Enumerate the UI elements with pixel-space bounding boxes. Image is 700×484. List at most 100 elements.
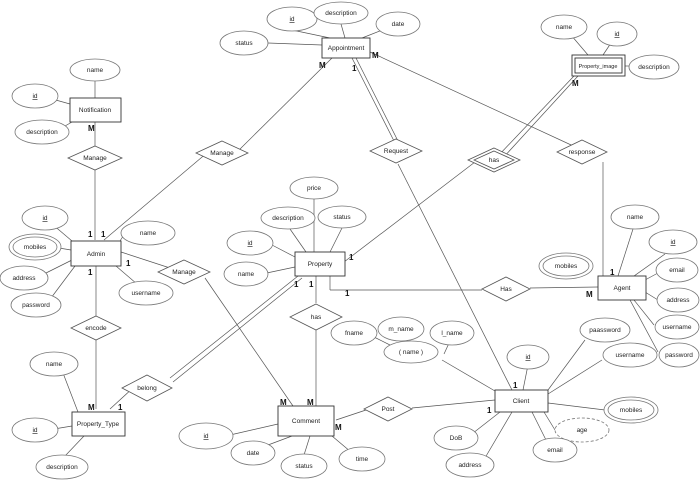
attr-client-mobiles[interactable]: mobiles xyxy=(603,396,659,424)
attr-agent-username[interactable]: username xyxy=(654,314,700,340)
attr-client-dob[interactable]: DoB xyxy=(433,425,479,451)
card-admin-1d: 1 xyxy=(88,268,93,277)
attr-agent-mobiles[interactable]: mobiles xyxy=(538,252,594,280)
attr-agent-address[interactable]: address xyxy=(656,287,700,313)
entity-label: Appointment xyxy=(328,45,365,52)
attr-label: status xyxy=(333,214,351,221)
card-client-1a: 1 xyxy=(513,381,518,390)
card-appointment-right: M xyxy=(372,51,379,60)
rel-encode[interactable]: encode xyxy=(70,315,122,341)
connector-lines xyxy=(37,23,666,464)
attr-client-fname[interactable]: fname xyxy=(330,320,378,346)
attr-image-name[interactable]: name xyxy=(540,14,588,40)
rel-manage-appointment[interactable]: Manage xyxy=(195,140,249,166)
rel-has-agent[interactable]: Has xyxy=(481,276,531,302)
attr-notification-description[interactable]: description xyxy=(14,119,70,145)
attr-client-id[interactable]: id xyxy=(506,344,550,370)
attr-client-mname[interactable]: m_name xyxy=(377,316,425,342)
attr-agent-name[interactable]: name xyxy=(610,204,660,230)
entity-label: Client xyxy=(513,398,530,405)
attr-agent-id[interactable]: id xyxy=(648,229,698,255)
rel-post[interactable]: Post xyxy=(363,396,413,422)
attr-comment-status[interactable]: status xyxy=(280,453,328,479)
attr-image-id[interactable]: id xyxy=(596,21,638,47)
attr-client-lname[interactable]: l_name xyxy=(429,320,475,346)
attr-notification-id[interactable]: id xyxy=(11,83,59,109)
attr-label: description xyxy=(638,64,670,71)
attr-client-age[interactable]: age xyxy=(554,417,610,443)
rel-manage-comment[interactable]: Manage xyxy=(157,259,211,285)
attr-label: description xyxy=(325,10,357,17)
attr-image-description[interactable]: description xyxy=(628,54,680,80)
attr-admin-address[interactable]: address xyxy=(0,265,49,291)
entity-appointment[interactable]: Appointment xyxy=(321,37,371,59)
attr-admin-username[interactable]: username xyxy=(118,280,174,306)
attr-agent-email[interactable]: email xyxy=(655,257,699,283)
entity-property[interactable]: Property xyxy=(294,251,346,277)
attr-label: date xyxy=(247,450,260,457)
attr-admin-password[interactable]: password xyxy=(10,292,62,318)
attr-comment-time[interactable]: time xyxy=(338,446,386,472)
attr-label: mobiles xyxy=(555,263,578,270)
attr-property-price[interactable]: price xyxy=(289,176,339,200)
card-agent-m: M xyxy=(586,290,593,299)
attr-property-id[interactable]: id xyxy=(226,230,274,256)
attr-admin-name[interactable]: name xyxy=(120,220,176,246)
rel-response[interactable]: response xyxy=(556,139,608,165)
attr-label: name xyxy=(140,230,157,237)
entity-admin[interactable]: Admin xyxy=(70,240,122,267)
attr-label: email xyxy=(669,267,685,274)
attr-ptype-name[interactable]: name xyxy=(29,351,79,377)
attr-client-address[interactable]: address xyxy=(445,452,495,478)
attr-client-name[interactable]: ( name ) xyxy=(383,340,439,364)
attr-ptype-description[interactable]: description xyxy=(35,454,89,480)
attr-label: name xyxy=(627,214,644,221)
card-comment-m3: M xyxy=(335,423,342,432)
rel-manage-notification[interactable]: Manage xyxy=(67,145,123,171)
attr-label: username xyxy=(132,290,161,297)
entity-label: Property_Type xyxy=(77,421,120,428)
attr-property-name[interactable]: name xyxy=(223,261,269,287)
rel-has-comment[interactable]: has xyxy=(289,303,343,331)
attr-label: name xyxy=(87,67,104,74)
rel-belong[interactable]: belong xyxy=(121,374,173,402)
rel-request[interactable]: Request xyxy=(369,138,423,164)
attr-appointment-description[interactable]: description xyxy=(313,1,369,25)
attr-comment-id[interactable]: id xyxy=(178,422,234,450)
entity-notification[interactable]: Notification xyxy=(69,97,122,123)
entity-label: Admin xyxy=(87,251,106,258)
attr-property-description[interactable]: description xyxy=(260,206,316,230)
attr-label: id xyxy=(32,93,37,100)
attr-client-email[interactable]: email xyxy=(532,437,578,463)
attr-admin-mobiles[interactable]: mobiles xyxy=(8,233,62,261)
card-image-m: M xyxy=(572,79,579,88)
rel-has-image[interactable]: has xyxy=(467,147,521,173)
attr-appointment-date[interactable]: date xyxy=(375,11,421,37)
rel-label: Has xyxy=(500,286,512,293)
attr-comment-date[interactable]: date xyxy=(230,440,276,466)
entity-comment[interactable]: Comment xyxy=(277,405,335,437)
rel-label: has xyxy=(489,157,500,164)
attr-appointment-status[interactable]: status xyxy=(219,30,269,56)
attr-label: password xyxy=(22,302,50,309)
attr-agent-password[interactable]: password xyxy=(658,342,700,368)
attr-property-status[interactable]: status xyxy=(317,205,367,229)
attr-ptype-id[interactable]: id xyxy=(11,417,59,443)
entity-property-image[interactable]: Property_image xyxy=(571,54,626,77)
attr-client-password[interactable]: paassword xyxy=(579,317,631,343)
attr-client-username[interactable]: username xyxy=(602,342,658,368)
entity-property-type[interactable]: Property_Type xyxy=(71,411,126,437)
attr-label: name xyxy=(46,361,63,368)
attr-label: id xyxy=(525,354,530,361)
attr-appointment-id[interactable]: id xyxy=(266,6,318,32)
card-admin-1c: 1 xyxy=(126,259,131,268)
rel-label: encode xyxy=(85,325,107,332)
attr-notification-name[interactable]: name xyxy=(69,58,121,82)
card-notification-m: M xyxy=(88,124,95,133)
attr-admin-id[interactable]: id xyxy=(21,205,69,231)
entity-client[interactable]: Client xyxy=(494,389,549,413)
entity-agent[interactable]: Agent xyxy=(597,275,647,301)
rel-label: response xyxy=(569,149,596,156)
attr-label: address xyxy=(666,297,690,304)
